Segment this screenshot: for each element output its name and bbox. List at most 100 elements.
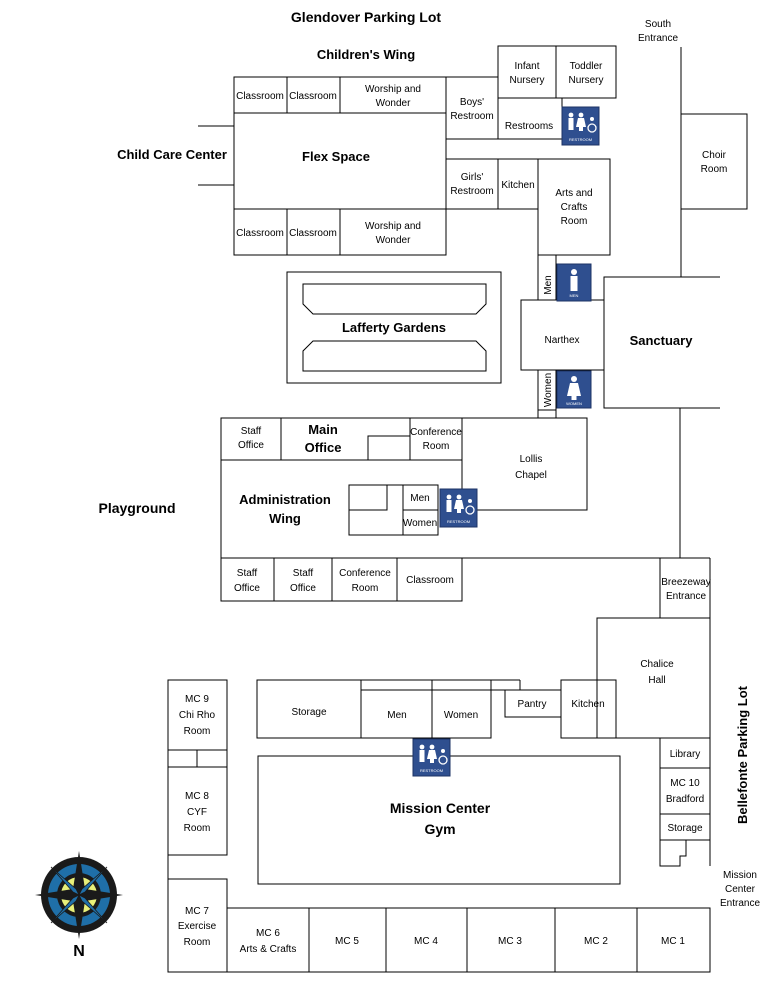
mission-center-entrance-label: Mission Center Entrance: [720, 870, 760, 909]
mc3-label: MC 3: [498, 936, 522, 947]
restroom-sign-icon: RESTROOM: [439, 488, 478, 528]
mission-men-label: Men: [387, 710, 406, 721]
svg-text:MC 7: MC 7: [185, 906, 209, 917]
kitchen-childrens-label: Kitchen: [501, 180, 534, 191]
mission-women-label: Women: [444, 710, 478, 721]
svg-text:Arts and: Arts and: [555, 188, 592, 199]
classroom-admin-label: Classroom: [406, 575, 454, 586]
mc10-bradford-label: MC 10 Bradford: [666, 778, 704, 805]
sanctuary-label: Sanctuary: [630, 333, 694, 348]
mission-center: [167, 558, 711, 973]
admin-women-label: Women: [403, 518, 437, 529]
svg-text:Office: Office: [234, 583, 260, 594]
narthex-women-label: Women: [543, 373, 554, 407]
svg-text:WOMEN: WOMEN: [566, 401, 582, 406]
svg-text:MC 9: MC 9: [185, 694, 209, 705]
administration-wing: [220, 408, 710, 602]
pantry-label: Pantry: [518, 699, 547, 710]
svg-text:Conference: Conference: [410, 427, 462, 438]
girls-restroom-label: Girls' Restroom: [450, 172, 493, 197]
worship-and-wonder-bottom-label: Worship and Wonder: [365, 221, 421, 246]
restrooms-label: Restrooms: [505, 121, 553, 132]
lollis-chapel-label: Lollis Chapel: [515, 454, 547, 481]
svg-text:Arts & Crafts: Arts & Crafts: [240, 944, 297, 955]
svg-text:Entrance: Entrance: [720, 898, 760, 909]
svg-text:Hall: Hall: [648, 675, 665, 686]
svg-text:MC 6: MC 6: [256, 928, 280, 939]
svg-text:Staff: Staff: [241, 426, 262, 437]
north-label: N: [73, 943, 85, 960]
lafferty-gardens: [286, 271, 502, 384]
svg-text:Administration: Administration: [239, 492, 331, 507]
restroom-sign-icon: RESTROOM: [412, 738, 451, 777]
svg-text:Girls': Girls': [461, 172, 484, 183]
glendover-parking-lot-label: Glendover Parking Lot: [291, 9, 441, 25]
svg-text:Gym: Gym: [424, 821, 455, 837]
svg-text:Staff: Staff: [237, 568, 258, 579]
svg-text:Room: Room: [561, 216, 588, 227]
svg-text:Entrance: Entrance: [666, 591, 706, 602]
mc5-label: MC 5: [335, 936, 359, 947]
svg-text:Restroom: Restroom: [450, 186, 493, 197]
svg-text:Center: Center: [725, 884, 756, 895]
childrens-wing-label: Children's Wing: [317, 47, 415, 62]
playground-label: Playground: [98, 500, 175, 516]
infant-nursery-label: Infant Nursery: [509, 61, 544, 86]
breezeway-entrance-label: Breezeway Entrance: [661, 577, 710, 602]
svg-text:Nursery: Nursery: [568, 75, 603, 86]
compass-rose-icon: [35, 851, 123, 939]
svg-text:Exercise: Exercise: [178, 921, 217, 932]
svg-text:RESTROOM: RESTROOM: [569, 137, 592, 142]
svg-text:Chi Rho: Chi Rho: [179, 710, 216, 721]
classroom-4-label: Classroom: [289, 228, 337, 239]
main-office-label: Main Office: [305, 422, 342, 455]
conference-room-bottom-label: Conference Room: [339, 568, 391, 594]
svg-text:Breezeway: Breezeway: [661, 577, 710, 588]
svg-text:Conference: Conference: [339, 568, 391, 579]
storage-mission-label: Storage: [667, 823, 702, 834]
svg-text:Office: Office: [290, 583, 316, 594]
bellefonte-parking-lot-label: Bellefonte Parking Lot: [735, 685, 750, 824]
staff-office-bottom-1-label: Staff Office: [234, 568, 260, 594]
administration-wing-label: Administration Wing: [239, 492, 331, 526]
staff-office-bottom-2-label: Staff Office: [290, 568, 316, 594]
mission-center-gym-label: Mission Center Gym: [390, 800, 491, 837]
choir-sanctuary-walls: [603, 47, 748, 409]
narthex-men-label: Men: [543, 275, 554, 294]
svg-text:Infant: Infant: [514, 61, 539, 72]
mc1-label: MC 1: [661, 936, 685, 947]
chalice-hall-label: Chalice Hall: [640, 659, 674, 686]
svg-text:Toddler: Toddler: [570, 61, 603, 72]
worship-and-wonder-top-label: Worship and Wonder: [365, 84, 421, 109]
svg-text:Entrance: Entrance: [638, 33, 678, 44]
lafferty-gardens-label: Lafferty Gardens: [342, 320, 446, 335]
library-label: Library: [670, 749, 701, 760]
svg-text:Main: Main: [308, 422, 338, 437]
svg-text:Choir: Choir: [702, 150, 727, 161]
svg-text:Bradford: Bradford: [666, 794, 704, 805]
svg-text:CYF: CYF: [187, 807, 207, 818]
staff-office-top-label: Staff Office: [238, 426, 264, 451]
toddler-nursery-label: Toddler Nursery: [568, 61, 603, 86]
kitchen-mission-label: Kitchen: [571, 699, 604, 710]
svg-text:Room: Room: [184, 823, 211, 834]
svg-text:Mission Center: Mission Center: [390, 800, 491, 816]
svg-text:South: South: [645, 19, 671, 30]
admin-men-label: Men: [410, 493, 429, 504]
svg-text:Room: Room: [184, 937, 211, 948]
women-sign-icon: WOMEN: [556, 370, 592, 409]
svg-text:Wing: Wing: [269, 511, 301, 526]
svg-text:Wonder: Wonder: [376, 235, 412, 246]
classroom-2-label: Classroom: [289, 91, 337, 102]
arts-and-crafts-room-label: Arts and Crafts Room: [555, 188, 592, 227]
svg-text:Office: Office: [238, 440, 264, 451]
svg-text:Staff: Staff: [293, 568, 314, 579]
childrens-wing: [198, 45, 617, 256]
svg-text:Room: Room: [352, 583, 379, 594]
boys-restroom-label: Boys' Restroom: [450, 97, 493, 122]
mc8-cyf-room-label: MC 8 CYF Room: [184, 791, 211, 834]
mc2-label: MC 2: [584, 936, 608, 947]
svg-text:Wonder: Wonder: [376, 98, 412, 109]
svg-text:Boys': Boys': [460, 97, 484, 108]
